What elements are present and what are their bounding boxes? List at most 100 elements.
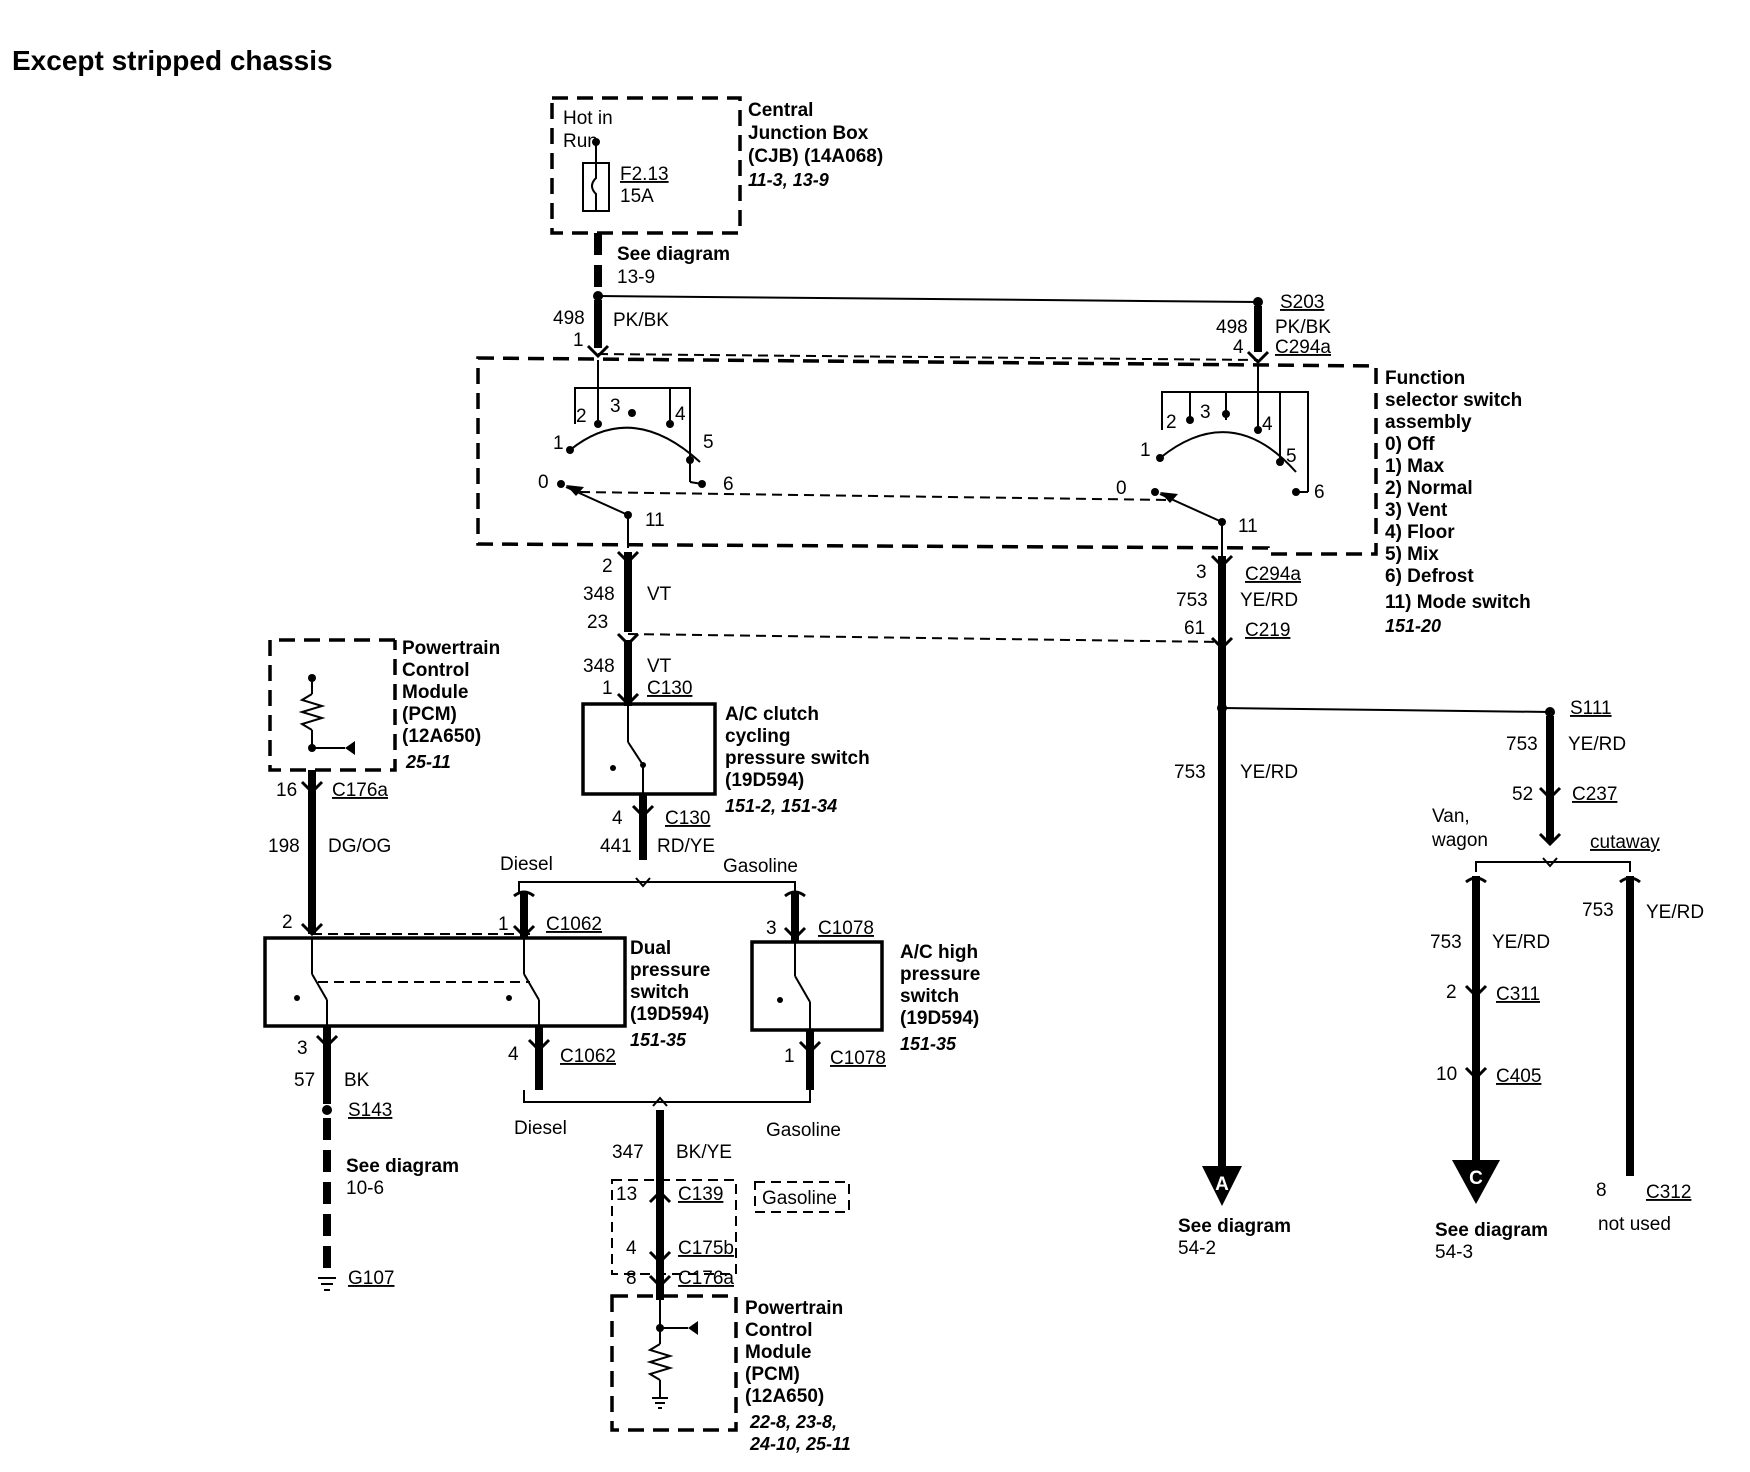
van-c311: C311 xyxy=(1496,984,1540,1005)
fs-mode-11: 11) Mode switch xyxy=(1385,592,1531,613)
connector-mark xyxy=(1210,636,1234,651)
w348-color: VT xyxy=(647,584,672,605)
fs-right-pos-4: 4 xyxy=(1262,414,1273,435)
van-wagon-label-1: Van, xyxy=(1432,806,1470,827)
w753-mid-circuit: 753 xyxy=(1174,762,1206,783)
achigh-conn-out: C1078 xyxy=(830,1048,886,1069)
function-switch-right xyxy=(1151,366,1309,556)
pcm-bottom-name-5: (12A650) xyxy=(745,1386,824,1407)
branch-gasoline-label-2: Gasoline xyxy=(766,1120,841,1141)
achigh-name-3: switch xyxy=(900,986,959,1007)
pcm-bottom-box xyxy=(610,1294,738,1432)
connector-mark xyxy=(648,1189,672,1204)
w198-color: DG/OG xyxy=(328,836,391,857)
connector-mark xyxy=(1464,984,1488,999)
w498-right-pin: 4 xyxy=(1233,337,1244,358)
c139-pin: 13 xyxy=(616,1184,637,1205)
splice-s111-node xyxy=(1545,707,1555,717)
w347-color: BK/YE xyxy=(676,1142,732,1163)
fs-mode-1: 1) Max xyxy=(1385,456,1445,477)
connector-mark xyxy=(783,926,807,941)
w498-left-pin: 1 xyxy=(573,330,584,351)
switch-mech-link xyxy=(579,491,1171,501)
pcm-left-box xyxy=(268,638,397,772)
connector-mark xyxy=(648,1274,672,1289)
c176a-b-connector: C176a xyxy=(678,1268,734,1289)
w348b-color: VT xyxy=(647,656,672,677)
s111-branch-pin: 52 xyxy=(1512,784,1533,805)
cjb-run: Run xyxy=(563,131,598,152)
pcm-bottom-resistor xyxy=(646,1300,698,1409)
splice-s143-label: S143 xyxy=(348,1100,392,1121)
fs-mode-4: 4) Floor xyxy=(1385,522,1455,543)
fs-right-pos-5: 5 xyxy=(1286,446,1297,467)
van-color: YE/RD xyxy=(1492,932,1550,953)
fs-right-pos-2: 2 xyxy=(1166,412,1177,433)
connector-mark xyxy=(631,804,655,819)
s111-branch-connector: C237 xyxy=(1572,784,1617,805)
splice-s203-node xyxy=(1253,297,1263,307)
dps-pin-out: 4 xyxy=(508,1044,519,1065)
ac-clutch-name-1: A/C clutch xyxy=(725,704,819,725)
dps-name-4: (19D594) xyxy=(630,1004,709,1025)
w348b-connector: C130 xyxy=(647,678,692,699)
pcm-left-ref: 25-11 xyxy=(405,752,451,772)
s111-branch-color: YE/RD xyxy=(1568,734,1626,755)
dps-name-2: pressure xyxy=(630,960,710,981)
w498-left-color: PK/BK xyxy=(613,310,669,331)
w198-circuit: 198 xyxy=(268,836,300,857)
dps-name-1: Dual xyxy=(630,938,671,959)
fs-mode-0: 0) Off xyxy=(1385,434,1435,455)
w347-circuit: 347 xyxy=(612,1142,644,1163)
w753-color: YE/RD xyxy=(1240,590,1298,611)
arrow-a-icon xyxy=(1202,1166,1242,1206)
van-pin-c311: 2 xyxy=(1446,982,1457,1003)
ac-clutch-name-3: pressure switch xyxy=(725,748,870,769)
fs-left-pos-0: 0 xyxy=(538,472,549,493)
cjb-ref: 11-3, 13-9 xyxy=(748,170,829,190)
see-diagram-a-ref: 54-2 xyxy=(1178,1238,1216,1259)
ac-high-switch-contact xyxy=(777,942,811,1030)
branch-gasoline-label: Gasoline xyxy=(723,856,798,877)
see-diagram-c-ref: 54-3 xyxy=(1435,1242,1473,1263)
achigh-ref: 151-35 xyxy=(900,1034,957,1054)
gasoline-tag-box xyxy=(754,1181,850,1213)
gasoline-tag: Gasoline xyxy=(762,1188,837,1209)
arrow-c-label: C xyxy=(1469,1168,1483,1189)
ac-clutch-switch-box xyxy=(581,702,717,796)
pcm-bottom-ref-2: 24-10, 25-11 xyxy=(749,1434,851,1454)
pcm-bottom-ref-1: 22-8, 23-8, xyxy=(749,1412,837,1432)
w348b-circuit: 348 xyxy=(583,656,615,677)
c175b-pin: 4 xyxy=(626,1238,637,1259)
ac-clutch-ref: 151-2, 151-34 xyxy=(725,796,837,816)
cjb-hot-in: Hot in xyxy=(563,108,613,129)
page-title: Except stripped chassis xyxy=(12,45,333,76)
see-diagram-a: See diagram xyxy=(1178,1216,1291,1237)
achigh-conn-in: C1078 xyxy=(818,918,874,939)
dps-conn-in: C1062 xyxy=(546,914,602,935)
fs-mode-3: 3) Vent xyxy=(1385,500,1448,521)
connector-mark xyxy=(513,890,535,898)
w753-c219: C219 xyxy=(1245,620,1290,641)
fs-left-pos-5: 5 xyxy=(703,432,714,453)
w348b-pin: 1 xyxy=(602,678,613,699)
w753-mid-color: YE/RD xyxy=(1240,762,1298,783)
achigh-name-2: pressure xyxy=(900,964,980,985)
fs-mode-6: 6) Defrost xyxy=(1385,566,1474,587)
ac-high-switch-box xyxy=(750,940,884,1032)
connector-mark xyxy=(798,1040,822,1055)
branch-van-cutaway xyxy=(1475,861,1631,872)
c219-dash xyxy=(627,633,1223,643)
fs-right-pos-1: 1 xyxy=(1140,440,1151,461)
fs-mode-5: 5) Mix xyxy=(1385,544,1439,565)
s203-wire xyxy=(597,295,1259,303)
splice-s143-node xyxy=(322,1105,332,1115)
fs-right-pos-6: 6 xyxy=(1314,482,1325,503)
connector-mark xyxy=(784,890,806,898)
cjb-name-2: Junction Box xyxy=(748,123,869,144)
w57-pin: 3 xyxy=(297,1038,308,1059)
cjb-name-1: Central xyxy=(748,100,813,121)
dps-name-3: switch xyxy=(630,982,689,1003)
c139-dashed-box xyxy=(611,1179,737,1275)
van-pin-c405: 10 xyxy=(1436,1064,1457,1085)
